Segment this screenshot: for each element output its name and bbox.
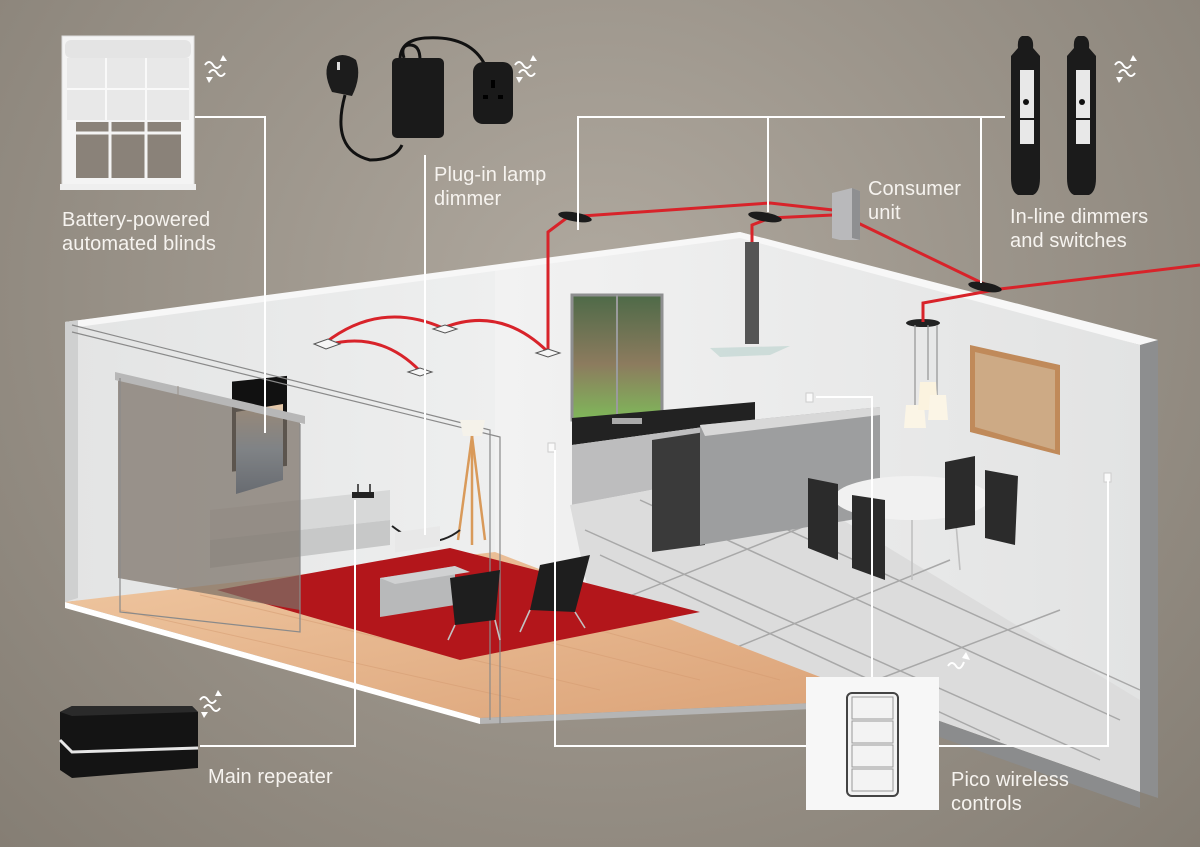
ceiling-inline-dimmers: [558, 211, 1002, 293]
wireless-signal-icons: [199, 55, 1137, 718]
automated-blind-in-room: [118, 378, 300, 610]
label-pico-wireless-controls: Pico wireless controls: [951, 769, 1069, 815]
label-plug-in-lamp-dimmer: Plug-in lamp dimmer: [434, 164, 547, 210]
dining-chairs: [808, 456, 1018, 580]
plug-in-dimmer-icon: [326, 36, 513, 162]
inline-dimmer-icon: [1011, 36, 1096, 195]
window-blind-icon: [60, 35, 196, 190]
wireless-signal-icon: [514, 55, 537, 83]
wireless-signal-icon: [204, 55, 227, 83]
consumer-unit-icon: [832, 188, 860, 240]
wireless-signal-icon: [947, 652, 970, 670]
repeater-hub-icon: [58, 706, 199, 778]
house-structure: [65, 232, 1158, 808]
label-inline-dimmers: In-line dimmers and switches: [1010, 206, 1149, 252]
leader-lines: [195, 116, 1109, 747]
label-battery-powered-blinds: Battery-powered automated blinds: [62, 209, 216, 255]
wireless-signal-icon: [1114, 55, 1137, 83]
label-consumer-unit: Consumer unit: [868, 178, 962, 224]
pico-remote-icon: [806, 677, 939, 810]
label-main-repeater: Main repeater: [208, 766, 333, 788]
wireless-signal-icon: [199, 690, 222, 718]
